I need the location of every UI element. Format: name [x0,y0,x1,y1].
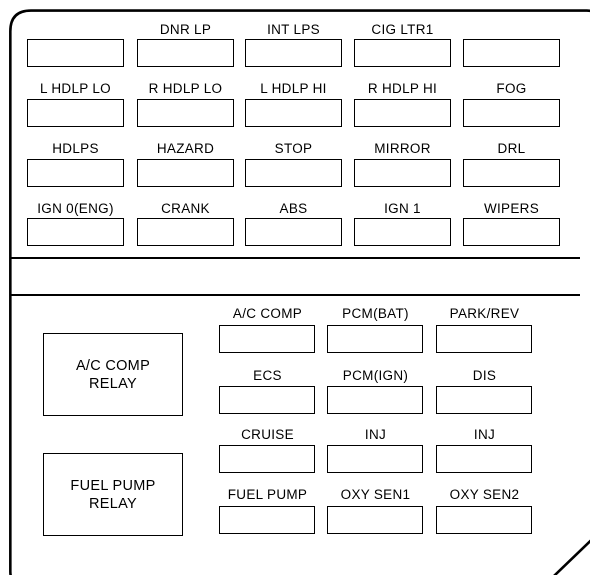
fuse-label: DIS [472,368,497,383]
fuse-slot [463,218,560,246]
fuse-label: A/C COMP [232,306,303,321]
fuse-label: DNR LP [159,22,212,37]
fuse-label: INJ [364,427,387,442]
fuse-slot [27,159,124,187]
fuse-label: PCM(BAT) [342,306,409,321]
fuse-slot [354,159,451,187]
fuse-label: PCM(IGN) [342,368,409,383]
fuse-slot [137,39,234,67]
fuse-label: CRANK [161,201,210,216]
fuse-label: L HDLP HI [260,81,327,96]
fuse-slot [354,218,451,246]
fuse-slot [27,218,124,246]
fuse-slot [354,39,451,67]
fuse-slot [219,386,315,414]
fuse-slot [245,218,342,246]
fuse-label: WIPERS [483,201,540,216]
fuse-label: PARK/REV [449,306,520,321]
relay-label-line2: RELAY [89,375,137,392]
fuse-label: ECS [253,368,282,383]
fuse-label: IGN 1 [384,201,421,216]
fuse-slot [436,506,532,534]
fuse-label: MIRROR [374,141,431,156]
fuse-slot [463,159,560,187]
fuse-slot [327,325,423,353]
fuse-slot [436,445,532,473]
relay-ac-comp: A/C COMP RELAY [43,333,183,416]
fuse-slot [327,445,423,473]
fuse-label: INT LPS [267,22,320,37]
fuse-label: STOP [274,141,313,156]
fuse-slot [219,445,315,473]
fuse-slot [436,325,532,353]
fuse-slot [219,325,315,353]
divider-bottom [10,294,580,296]
fuse-label: FUEL PUMP [227,487,308,502]
fuse-slot [327,386,423,414]
fuse-label: CRUISE [241,427,294,442]
fuse-slot [327,506,423,534]
fuse-label: ABS [279,201,308,216]
fuse-label: INJ [473,427,496,442]
fuse-label: FOG [496,81,527,96]
fuse-label: L HDLP LO [40,81,111,96]
fuse-label: DRL [497,141,526,156]
fuse-slot [137,159,234,187]
fuse-slot [27,39,124,67]
fuse-slot [27,99,124,127]
fuse-label: HAZARD [156,141,215,156]
fuse-slot [354,99,451,127]
divider-top [10,257,580,259]
fuse-slot [245,159,342,187]
fuse-label: CIG LTR1 [371,22,434,37]
relay-label-line2: RELAY [89,495,137,512]
fuse-label: HDLPS [52,141,99,156]
fuse-slot [436,386,532,414]
fuse-label: OXY SEN2 [449,487,520,502]
fuse-slot [245,39,342,67]
relay-label-line1: FUEL PUMP [70,477,156,494]
fuse-slot [137,99,234,127]
fuse-slot [463,39,560,67]
fuse-label: R HDLP HI [367,81,438,96]
fuse-slot [463,99,560,127]
fuse-slot [245,99,342,127]
relay-fuel-pump: FUEL PUMP RELAY [43,453,183,536]
fuse-slot [137,218,234,246]
fuse-label: IGN 0(ENG) [37,201,114,216]
fuse-label: OXY SEN1 [340,487,411,502]
fuse-label: R HDLP LO [148,81,223,96]
fuse-slot [219,506,315,534]
relay-label-line1: A/C COMP [75,357,151,374]
